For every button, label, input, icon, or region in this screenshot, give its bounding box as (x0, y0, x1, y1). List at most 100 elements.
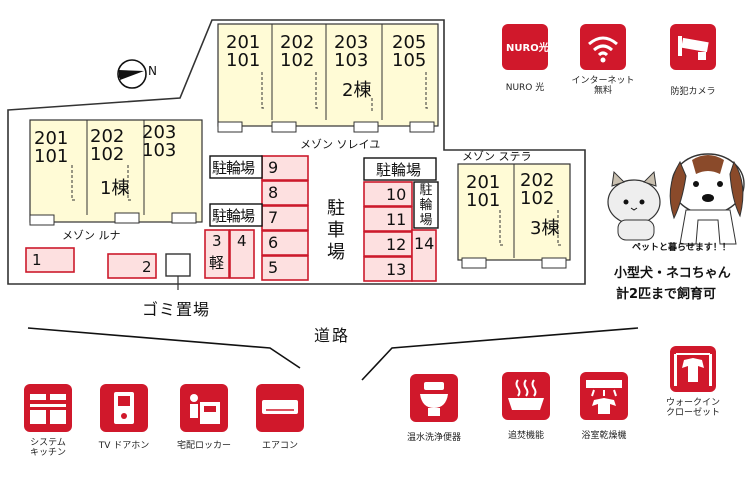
b3-room-2-bottom: 102 (520, 188, 555, 209)
pet-illustration (607, 153, 745, 245)
b2-room-1-bottom: 101 (226, 50, 261, 71)
b2-label: 2棟 (342, 80, 372, 101)
amenity-internet-label: インターネット 無料 (571, 76, 635, 96)
b2-room-4-bottom: 105 (392, 50, 427, 71)
b1-room-1-bottom: 101 (34, 146, 69, 167)
b2-room-3-bottom: 103 (334, 50, 369, 71)
b3-label: 3棟 (530, 218, 560, 239)
amenity-reheat-bath (502, 372, 550, 420)
parking-spot-3-shape (204, 229, 230, 279)
compass (117, 59, 147, 89)
bike-parking-label-3: 駐輪場 (376, 161, 422, 179)
bike-vertical-char-3: 場 (419, 213, 433, 228)
building-3 (457, 163, 571, 269)
amenity-camera-label: 防犯カメラ (670, 87, 716, 97)
amenity-aircon-label: エアコン (261, 441, 298, 451)
walk-in-closet-icon (674, 353, 712, 386)
b1-room-2-bottom: 102 (90, 144, 125, 165)
amenity-kitchen (24, 384, 72, 432)
parking-label: 駐 車 場 (326, 198, 346, 264)
parking-spot-3-kei: 軽 (209, 254, 225, 272)
parking-spot-11: 11 (386, 210, 407, 229)
b3-room-1-top: 201 (466, 172, 501, 193)
amenity-nuro: NURO光 (502, 24, 549, 70)
parking-right-column (363, 181, 437, 282)
parking-label-char-1: 駐 (327, 198, 345, 219)
parking-spot-10: 10 (386, 185, 407, 204)
b1-room-1-top: 201 (34, 128, 69, 149)
parking-spot-9: 9 (268, 158, 279, 177)
b1-label: 1棟 (100, 178, 130, 199)
b2-name: メゾン ソレイユ (300, 138, 381, 151)
amenity-kitchen-label: システム キッチン (29, 438, 66, 458)
washlet-icon (420, 382, 448, 416)
b2-room-4-top: 205 (392, 32, 427, 53)
b1-room-2-top: 202 (90, 126, 125, 147)
reheat-bath-icon (508, 379, 544, 410)
parking-spot-13: 13 (386, 260, 407, 279)
amenity-bath-dryer-label: 浴室乾燥機 (581, 431, 627, 441)
parking-spot-3: 3 (212, 232, 222, 250)
amenity-washlet (410, 374, 458, 422)
b1-room-3-top: 203 (142, 122, 177, 143)
nuro-icon: NURO光 (506, 43, 549, 54)
parking-spot-8: 8 (268, 183, 279, 202)
parking-spot-12: 12 (386, 235, 407, 254)
b2-room-3-top: 203 (334, 32, 369, 53)
bike-parking-label-vertical: 駐 輪 場 (416, 183, 436, 228)
delivery-locker-icon (190, 394, 220, 424)
b3-room-1-bottom: 101 (466, 190, 501, 211)
garbage-area-label: ゴミ置場 (142, 300, 211, 319)
b2-room-2-bottom: 102 (280, 50, 315, 71)
amenity-washlet-label: 温水洗浄便器 (406, 433, 461, 443)
building-2 (217, 23, 439, 133)
parking-label-char-3: 場 (327, 242, 345, 263)
amenity-delivery-locker-label: 宅配ロッカー (176, 441, 231, 451)
b3-name: メゾン ステラ (462, 150, 532, 163)
pet-caption: ペットと暮らせます！！ (632, 243, 731, 253)
air-conditioner-icon (262, 400, 298, 414)
parking-spot-6: 6 (268, 233, 279, 252)
parking-label-char-2: 車 (327, 220, 345, 241)
amenity-closet (670, 346, 716, 392)
parking-spot-5: 5 (268, 258, 279, 277)
bike-vertical-char-1: 駐 (419, 183, 433, 198)
amenity-reheat-bath-label: 追焚機能 (507, 431, 544, 441)
amenity-delivery-locker (180, 384, 228, 432)
amenity-bath-dryer (580, 372, 628, 420)
security-camera-icon (678, 36, 709, 60)
b2-room-1-top: 201 (226, 32, 261, 53)
tv-intercom-icon (114, 392, 134, 424)
parking-spot-1-shape (25, 247, 75, 273)
cat-icon (607, 170, 661, 241)
parking-spot-4: 4 (237, 232, 247, 250)
bike-parking-label-2: 駐輪場 (212, 207, 255, 225)
pet-line-2: 計2匹まで飼育可 (616, 287, 717, 302)
amenity-tv-intercom (100, 384, 148, 432)
parking-left-column (261, 155, 309, 281)
b2-room-2-top: 202 (280, 32, 315, 53)
amenity-camera (670, 24, 716, 70)
amenity-aircon (256, 384, 304, 432)
parking-spot-2-shape (107, 253, 157, 279)
wifi-icon (588, 36, 618, 63)
b1-room-3-bottom: 103 (142, 140, 177, 161)
compass-north-label: N (148, 64, 157, 78)
bath-dryer-icon (586, 380, 622, 414)
pet-line-1: 小型犬・ネコちゃん (614, 266, 731, 281)
amenity-tv-intercom-label: TV ドアホン (98, 441, 150, 451)
amenity-internet (580, 24, 626, 70)
b3-room-2-top: 202 (520, 170, 555, 191)
parking-spot-14: 14 (414, 234, 435, 253)
amenity-nuro-label: NURO 光 (505, 83, 545, 93)
parking-spot-2: 2 (142, 258, 152, 276)
building-1 (29, 119, 203, 226)
bike-parking-label-1: 駐輪場 (212, 159, 255, 177)
parking-spot-7: 7 (268, 208, 279, 227)
bike-vertical-char-2: 輪 (419, 198, 433, 213)
b1-name: メゾン ルナ (62, 229, 121, 242)
parking-spot-1: 1 (32, 251, 42, 269)
amenity-closet-label: ウォークイン クローゼット (665, 398, 720, 418)
